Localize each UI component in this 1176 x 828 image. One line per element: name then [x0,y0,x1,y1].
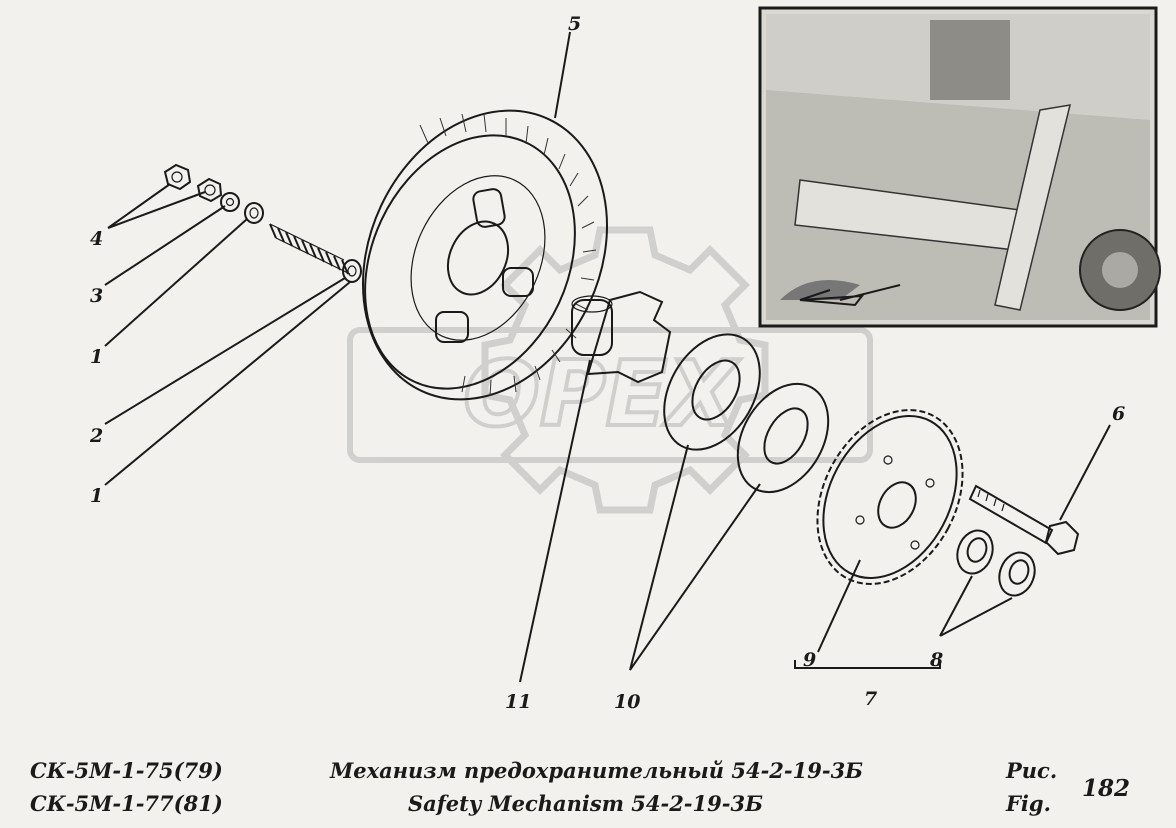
part-friction-disk [362,109,608,401]
model-code-line-2: СК-5М-1-77(81) [30,791,223,816]
callout-7: 7 [864,688,877,710]
part-bushing-lower [342,259,362,283]
callout-10: 10 [614,691,640,713]
figure-label-english: Fig. [1006,791,1051,816]
callout-1a: 1 [90,346,103,368]
watermark-logo: OPEX [347,226,873,514]
part-bearing-2 [998,551,1036,597]
part-nut-pair [163,163,223,203]
watermark-gear [481,226,769,514]
watermark-text: OPEX [463,342,741,447]
watermark-frame [347,327,873,463]
callout-1b: 1 [90,485,103,507]
part-sprocket [816,409,964,585]
inset-photo [758,6,1161,328]
callout-3: 3 [90,285,103,307]
figure-title-russian: Механизм предохранительный 54-2-19-3Б [330,758,864,783]
callout-8: 8 [929,649,943,671]
inset-pointer-arrow [799,289,865,307]
model-code-line-1: СК-5М-1-75(79) [30,758,223,783]
callout-4: 4 [90,228,103,250]
figure-title-english: Safety Mechanism 54-2-19-3Б [408,791,764,816]
part-bushing-upper [244,202,264,224]
part-bearing-1 [956,529,994,575]
part-spring [269,223,351,275]
callout-5: 5 [568,13,581,35]
callout-11: 11 [505,691,531,713]
callout-6: 6 [1112,403,1125,425]
part-ring-disk-2 [736,382,830,494]
part-washer [220,192,240,212]
leader-lines [104,31,1111,683]
part-coupling-hub [571,290,672,384]
figure-number: 182 [1082,775,1131,802]
callout-9: 9 [803,649,816,671]
part-bolt [968,484,1080,556]
figure-label-russian: Рис. [1006,758,1058,783]
callout-2: 2 [89,425,103,447]
part-ring-disk-1 [663,333,761,451]
